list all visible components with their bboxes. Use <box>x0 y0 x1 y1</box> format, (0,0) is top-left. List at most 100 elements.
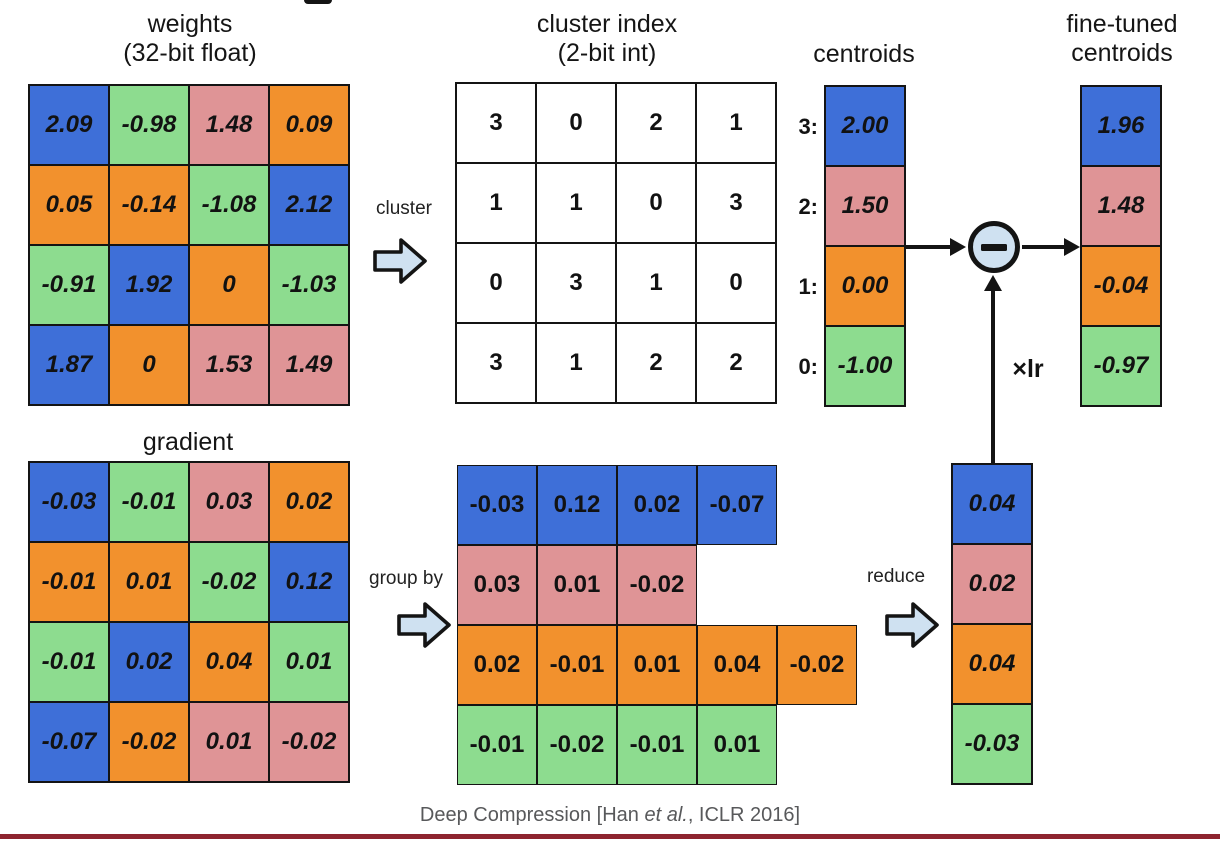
cluster-index-cell: 2 <box>616 323 696 403</box>
minus-node <box>968 221 1020 273</box>
grouped-cell: -0.07 <box>697 465 777 545</box>
weights-cell: 1.49 <box>269 325 349 405</box>
weights-title: weights <box>147 10 233 38</box>
gradient-cell: 0.01 <box>269 622 349 702</box>
weights-cell: 1.87 <box>29 325 109 405</box>
centroids-to-minus-arrowhead-icon <box>950 238 966 256</box>
gradient-cell: -0.07 <box>29 702 109 782</box>
cluster-index-cell: 1 <box>536 163 616 243</box>
cluster-index-cell: 0 <box>616 163 696 243</box>
cluster-index-cell: 1 <box>616 243 696 323</box>
group-by-block-arrow-icon <box>397 602 451 648</box>
caption-suffix: , ICLR 2016] <box>687 804 801 826</box>
gradient-cell: 0.02 <box>109 622 189 702</box>
cluster-index-matrix: 3 0 2 1 1 1 0 3 0 3 1 0 3 1 2 2 <box>455 82 777 404</box>
weights-cell: 0.09 <box>269 85 349 165</box>
reduced-cell: 0.04 <box>952 624 1032 704</box>
grouped-cell: 0.01 <box>537 545 617 625</box>
cluster-index-cell: 1 <box>696 83 776 163</box>
finetuned-cell: 1.96 <box>1081 86 1161 166</box>
weights-cell: 1.53 <box>189 325 269 405</box>
minus-to-finetuned-arrow-line <box>1022 245 1066 249</box>
gradient-cell: -0.02 <box>269 702 349 782</box>
grouped-cell: 0.02 <box>457 625 537 705</box>
finetuned-title-line2: centroids <box>1071 39 1173 67</box>
gradient-cell: -0.02 <box>189 542 269 622</box>
gradient-header: gradient <box>142 428 234 456</box>
reduced-cell: -0.03 <box>952 704 1032 784</box>
gradient-matrix: -0.03 -0.01 0.03 0.02 -0.01 0.01 -0.02 0… <box>28 461 350 783</box>
cluster-index-header: cluster index (2-bit int) <box>467 10 747 68</box>
minus-icon <box>981 243 1007 251</box>
cluster-index-cell: 3 <box>456 323 536 403</box>
reduce-to-minus-arrow-line <box>991 289 995 465</box>
weights-cell: 0 <box>109 325 189 405</box>
grouped-cell: 0.12 <box>537 465 617 545</box>
reduce-block-arrow-icon <box>885 602 939 648</box>
weights-cell: 2.12 <box>269 165 349 245</box>
grouped-gradient-row-orange: 0.02 -0.01 0.01 0.04 -0.02 <box>457 625 857 705</box>
grouped-gradient-row-pink: 0.03 0.01 -0.02 <box>457 545 697 625</box>
gradient-cell: -0.01 <box>29 622 109 702</box>
grouped-cell: -0.03 <box>457 465 537 545</box>
weights-cell: -1.08 <box>189 165 269 245</box>
grouped-cell: -0.01 <box>457 705 537 785</box>
cluster-index-cell: 1 <box>536 323 616 403</box>
weights-cell: 0 <box>189 245 269 325</box>
grouped-gradient-row-green: -0.01 -0.02 -0.01 0.01 <box>457 705 777 785</box>
cluster-index-cell: 0 <box>536 83 616 163</box>
reduce-to-minus-arrowhead-icon <box>984 275 1002 291</box>
finetuned-header: fine-tuned centroids <box>1037 10 1207 68</box>
grouped-cell: 0.02 <box>617 465 697 545</box>
weights-subtitle: (32-bit float) <box>123 39 257 67</box>
minus-to-finetuned-arrowhead-icon <box>1064 238 1080 256</box>
finetuned-title-line1: fine-tuned <box>1066 10 1178 38</box>
weights-cell: 1.92 <box>109 245 189 325</box>
weights-matrix: 2.09 -0.98 1.48 0.09 0.05 -0.14 -1.08 2.… <box>28 84 350 406</box>
centroid-index-label: 3: <box>798 114 818 139</box>
gradient-cell: 0.01 <box>109 542 189 622</box>
finetuned-centroids-column: 1.96 1.48 -0.04 -0.97 <box>1080 85 1162 407</box>
cluster-index-cell: 3 <box>696 163 776 243</box>
cluster-index-subtitle: (2-bit int) <box>557 39 657 67</box>
centroid-cell: 0.00 <box>825 246 905 326</box>
grouped-cell: -0.02 <box>537 705 617 785</box>
times-lr-label: ×lr <box>1012 355 1044 383</box>
cluster-index-title: cluster index <box>536 10 678 38</box>
reduce-arrow-label: reduce <box>866 566 926 587</box>
finetuned-cell: 1.48 <box>1081 166 1161 246</box>
reduced-cell: 0.02 <box>952 544 1032 624</box>
finetuned-cell: -0.04 <box>1081 246 1161 326</box>
reduced-cell: 0.04 <box>952 464 1032 544</box>
grouped-cell: -0.02 <box>777 625 857 705</box>
finetuned-cell: -0.97 <box>1081 326 1161 406</box>
bottom-rule-divider <box>0 834 1220 839</box>
cluster-index-cell: 3 <box>536 243 616 323</box>
cluster-block-arrow-icon <box>373 238 427 284</box>
grouped-cell: 0.03 <box>457 545 537 625</box>
centroid-index-label: 1: <box>798 274 818 299</box>
centroids-column: 2.00 1.50 0.00 -1.00 <box>824 85 906 407</box>
cluster-index-cell: 3 <box>456 83 536 163</box>
cropped-title-fragment <box>304 0 332 4</box>
grouped-cell: -0.02 <box>617 545 697 625</box>
weights-cell: -0.14 <box>109 165 189 245</box>
grouped-cell: 0.01 <box>697 705 777 785</box>
centroid-cell: 2.00 <box>825 86 905 166</box>
weights-cell: -1.03 <box>269 245 349 325</box>
centroid-cell: -1.00 <box>825 326 905 406</box>
weights-cell: -0.91 <box>29 245 109 325</box>
cluster-index-cell: 0 <box>456 243 536 323</box>
cluster-arrow-label: cluster <box>376 198 432 219</box>
gradient-cell: 0.12 <box>269 542 349 622</box>
grouped-cell: 0.01 <box>617 625 697 705</box>
centroids-to-minus-arrow-line <box>906 245 954 249</box>
gradient-cell: -0.03 <box>29 462 109 542</box>
weights-cell: 2.09 <box>29 85 109 165</box>
centroids-header: centroids <box>813 40 915 68</box>
grouped-gradient-row-blue: -0.03 0.12 0.02 -0.07 <box>457 465 777 545</box>
gradient-cell: -0.01 <box>29 542 109 622</box>
grouped-cell: -0.01 <box>617 705 697 785</box>
caption: Deep Compression [Han et al., ICLR 2016] <box>0 804 1220 827</box>
